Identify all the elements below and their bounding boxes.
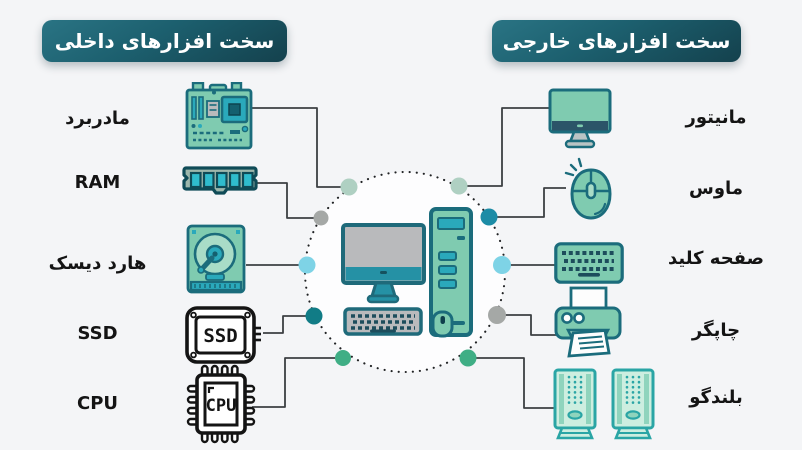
cpu-icon: CPU xyxy=(186,364,256,444)
ssd-icon-label: SSD xyxy=(203,325,237,347)
dot-motherboard xyxy=(340,178,358,196)
connector-motherboard xyxy=(252,107,342,188)
label-cpu: CPU xyxy=(76,393,119,414)
label-ram: RAM xyxy=(74,172,121,193)
dot-ssd xyxy=(305,307,323,325)
connector-printer xyxy=(504,314,558,336)
computer-set-icon xyxy=(338,203,480,339)
dot-ram xyxy=(313,210,329,226)
dot-printer xyxy=(488,306,506,324)
ssd-icon: SSD xyxy=(184,304,264,366)
dot-speaker xyxy=(459,349,477,367)
label-speaker: بلندگو xyxy=(689,387,743,408)
dot-cpu xyxy=(335,350,351,366)
connector-cpu xyxy=(252,357,335,408)
speaker-icon xyxy=(552,368,660,442)
label-hard-disk: هارد دیسک xyxy=(48,253,147,274)
dot-keyboard xyxy=(493,256,511,274)
monitor-icon xyxy=(548,88,612,150)
label-keyboard: صفحه کلید xyxy=(667,248,765,269)
hard-disk-icon xyxy=(186,224,246,296)
internal-hardware-header: سخت افزارهای داخلی xyxy=(42,20,287,62)
connector-ssd xyxy=(263,315,307,334)
ram-icon xyxy=(182,162,258,202)
label-ssd: SSD xyxy=(77,323,118,344)
label-monitor: مانیتور xyxy=(685,107,747,128)
label-printer: چاپگر xyxy=(691,320,741,341)
connector-ram xyxy=(254,182,314,219)
dot-hard-disk xyxy=(298,256,316,274)
external-hardware-header: سخت افزارهای خارجی xyxy=(492,20,741,62)
dot-mouse xyxy=(480,208,498,226)
label-mouse: ماوس xyxy=(689,178,743,199)
connector-monitor xyxy=(466,107,552,187)
keyboard-icon xyxy=(554,242,624,284)
printer-icon xyxy=(554,286,622,358)
motherboard-icon xyxy=(184,82,254,150)
mouse-icon xyxy=(562,156,616,220)
dot-monitor xyxy=(450,177,468,195)
connector-mouse xyxy=(497,187,566,218)
label-motherboard: مادربرد xyxy=(65,108,130,129)
cpu-icon-label: CPU xyxy=(206,396,237,416)
connector-speaker xyxy=(475,357,556,409)
